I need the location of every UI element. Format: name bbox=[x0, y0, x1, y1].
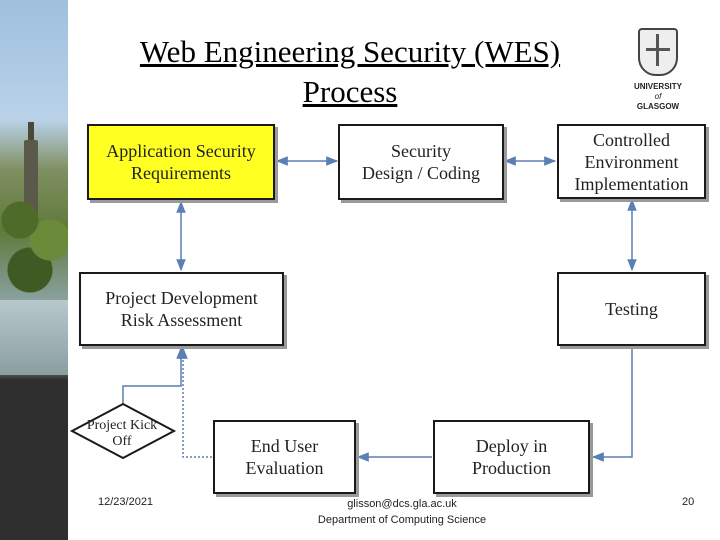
trees-image bbox=[0, 190, 68, 310]
box-security-design-coding: Security Design / Coding bbox=[338, 124, 504, 200]
box-controlled-environment: Controlled Environment Implementation bbox=[557, 124, 706, 199]
box-deploy-production: Deploy in Production bbox=[433, 420, 590, 494]
logo-line1: UNIVERSITY bbox=[633, 82, 682, 91]
logo-line2: of bbox=[654, 92, 662, 101]
river-image bbox=[0, 300, 68, 375]
campus-photo-strip bbox=[0, 0, 68, 540]
footer-email: glisson@dcs.gla.ac.uk bbox=[347, 498, 457, 510]
footer-contact: glisson@dcs.gla.ac.uk Department of Comp… bbox=[290, 496, 514, 528]
arrow-eval-risk bbox=[178, 346, 212, 458]
logo-text: UNIVERSITY of GLASGOW bbox=[618, 82, 698, 112]
footer-page-number: 20 bbox=[682, 496, 695, 508]
arrow-testing-deploy bbox=[591, 346, 633, 462]
kickoff-diamond bbox=[69, 402, 177, 460]
box-risk-assessment: Project Development Risk Assessment bbox=[79, 272, 284, 346]
logo-line3: GLASGOW bbox=[636, 102, 680, 111]
box-end-user-evaluation: End User Evaluation bbox=[213, 420, 356, 494]
slide-title: Web Engineering Security (WES) Process bbox=[80, 32, 620, 112]
footer-department: Department of Computing Science bbox=[317, 514, 487, 526]
slide-title-line2: Process bbox=[302, 74, 398, 109]
crest-icon bbox=[638, 28, 678, 76]
slide-title-line1: Web Engineering Security (WES) bbox=[139, 34, 561, 69]
box-testing: Testing bbox=[557, 272, 706, 346]
footer-date: 12/23/2021 bbox=[98, 496, 154, 508]
box-application-security-requirements: Application Security Requirements bbox=[87, 124, 275, 200]
university-logo: UNIVERSITY of GLASGOW bbox=[618, 28, 698, 123]
label-project-kick-off: Project Kick Off bbox=[86, 418, 158, 449]
arrow-kickoff-risk bbox=[122, 346, 186, 405]
